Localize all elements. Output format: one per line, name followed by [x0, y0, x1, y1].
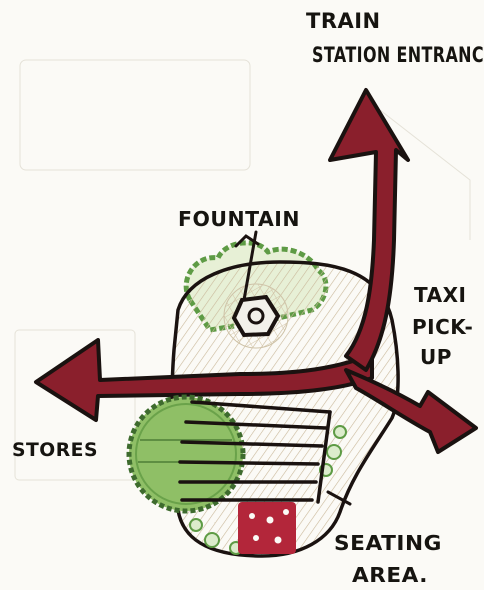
train-label-line2: STATION ENTRANC	[312, 43, 484, 67]
seating-label-line2: AREA.	[352, 563, 428, 587]
taxi-label-line3: UP	[420, 345, 452, 369]
taxi-label-line1: TAXI	[414, 283, 466, 307]
fountain-label: FOUNTAIN	[178, 207, 300, 231]
train-label-line1: TRAIN	[306, 9, 381, 33]
tree-canopy	[129, 397, 243, 511]
taxi-label-line2: PICK-	[412, 315, 473, 339]
seating-label-line1: SEATING	[334, 531, 442, 555]
fountain-icon	[224, 284, 288, 348]
stores-label: STORES	[12, 439, 98, 461]
flower-bed	[238, 502, 296, 554]
